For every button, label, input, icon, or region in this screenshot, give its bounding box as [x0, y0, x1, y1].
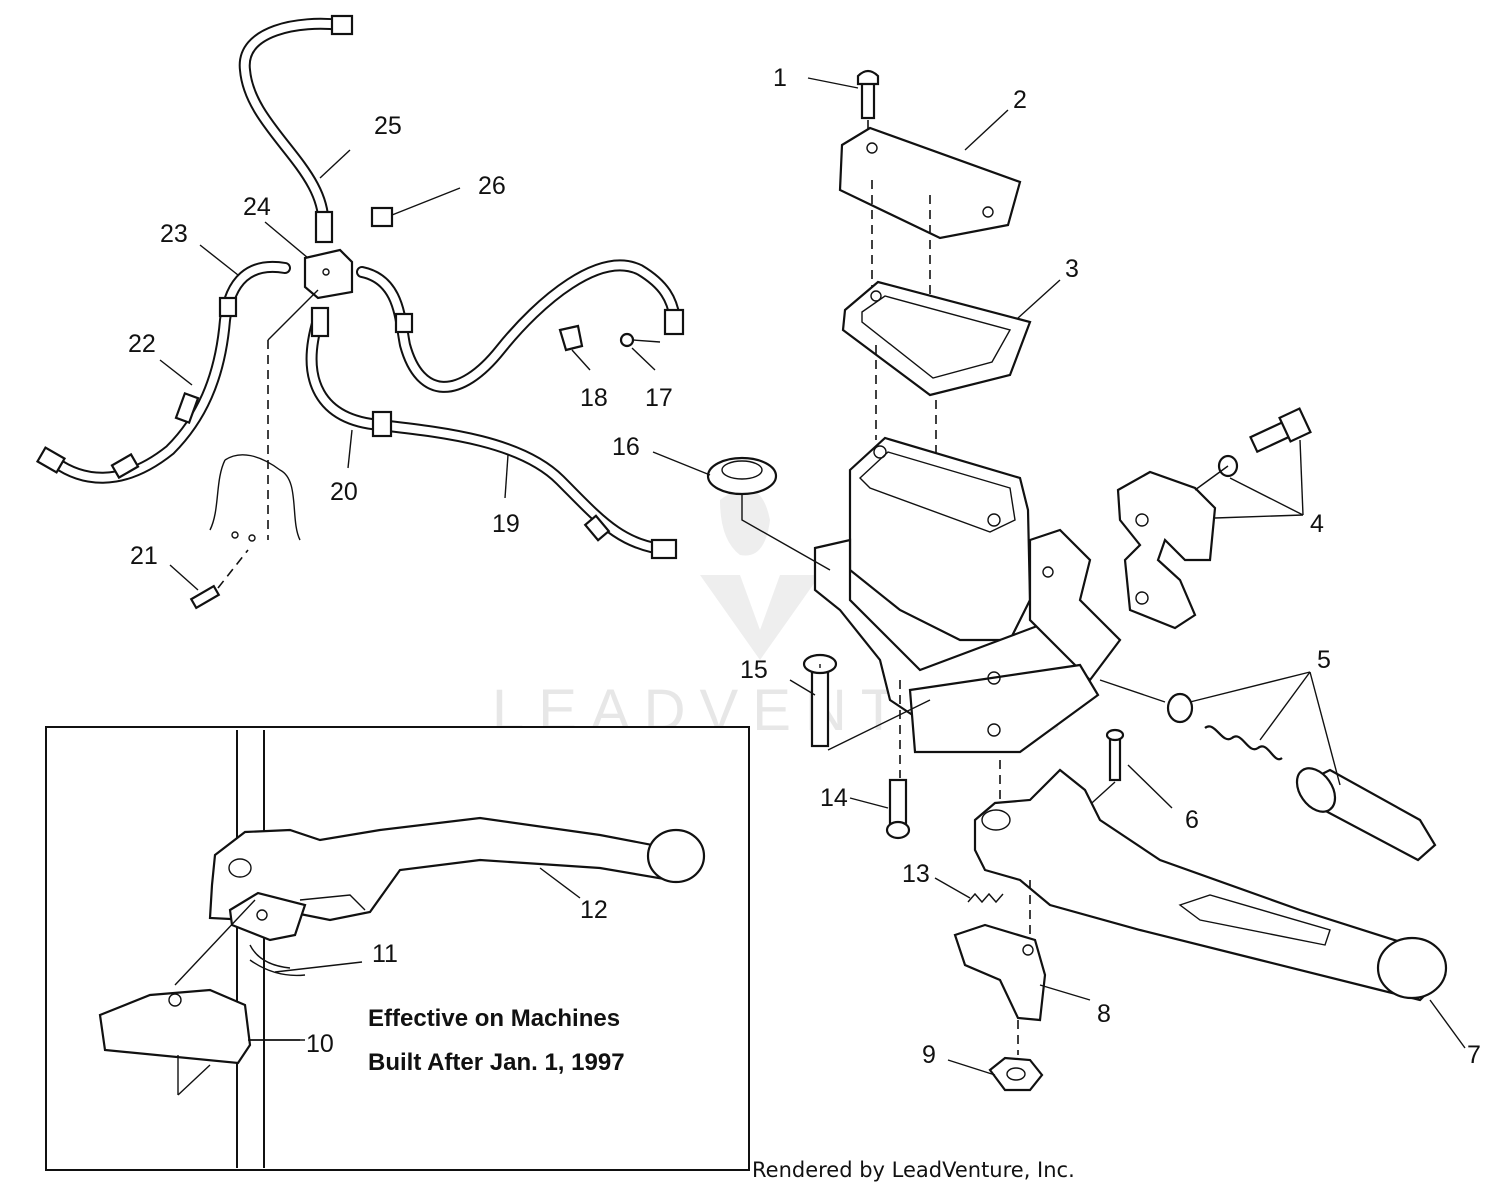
callout-1: 1 — [773, 64, 787, 92]
callout-14: 14 — [820, 784, 848, 812]
callout-2: 2 — [1013, 86, 1027, 114]
callout-23: 23 — [160, 220, 188, 248]
callout-8: 8 — [1097, 1000, 1111, 1028]
callout-11: 11 — [372, 940, 398, 968]
callout-26: 26 — [478, 172, 506, 200]
callout-18: 18 — [580, 384, 608, 412]
callout-19: 19 — [492, 510, 520, 538]
leader-lines — [159, 77, 1466, 1076]
callout-21: 21 — [130, 542, 158, 570]
inset-frame — [45, 726, 750, 1171]
callout-25: 25 — [374, 112, 402, 140]
callout-labels: 1 2 3 4 5 6 7 8 9 10 11 12 13 14 15 16 1… — [128, 64, 1481, 1069]
callout-5: 5 — [1317, 646, 1331, 674]
brake-hose-assembly — [35, 14, 685, 610]
callout-10: 10 — [306, 1030, 334, 1058]
screw — [860, 80, 876, 120]
callout-7: 7 — [1467, 1041, 1481, 1069]
callout-3: 3 — [1065, 255, 1079, 283]
callout-6: 6 — [1185, 806, 1199, 834]
callout-24: 24 — [243, 193, 271, 221]
callout-4: 4 — [1310, 510, 1324, 538]
master-cylinder-assembly — [706, 69, 1448, 1092]
callout-16: 16 — [612, 433, 640, 461]
callout-9: 9 — [922, 1041, 936, 1069]
callout-20: 20 — [330, 478, 358, 506]
inset-note-line1: Effective on Machines — [368, 1005, 620, 1032]
callout-22: 22 — [128, 330, 156, 358]
callout-13: 13 — [902, 860, 930, 888]
callout-15: 15 — [740, 656, 768, 684]
callout-12: 12 — [580, 896, 608, 924]
callout-17: 17 — [645, 384, 673, 412]
render-credit: Rendered by LeadVenture, Inc. — [752, 1158, 1075, 1182]
inset-panel: Effective on Machines Built After Jan. 1… — [45, 726, 750, 1171]
inset-note-line2: Built After Jan. 1, 1997 — [368, 1049, 625, 1076]
